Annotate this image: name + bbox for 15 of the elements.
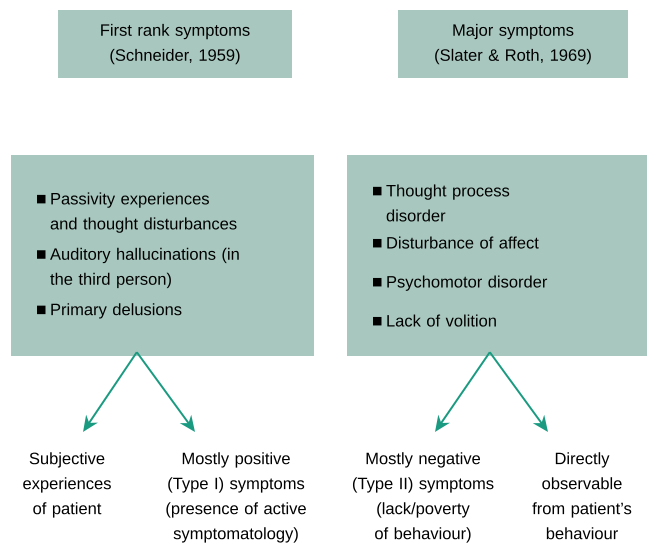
heading-box: First rank symptoms (Schneider, 1959): [58, 10, 292, 78]
bullet-item: Thought process disorder: [373, 184, 510, 222]
symptom-list-box: [11, 155, 314, 356]
outcome-text: Directly observable from patient’s behaviour: [532, 452, 632, 540]
bullet-item: Passivity experiences and thought disturbances: [37, 192, 236, 233]
bullet-item: Lack of volition: [373, 314, 496, 327]
bullet-item: Disturbance of affect: [373, 236, 539, 249]
bullet-item: Primary delusions: [37, 303, 182, 319]
heading-box: Major symptoms (Slater & Roth, 1969): [398, 10, 628, 78]
outcome-text: Mostly positive (Type I) symptoms (presence of active symptomatology): [166, 452, 306, 543]
bullet-item: Auditory hallucinations (in the third person): [37, 248, 239, 288]
bullet-item: Psychomotor disorder: [373, 276, 548, 291]
outcome-text: Subjective experiences of patient: [23, 452, 111, 518]
outcome-text: Mostly negative (Type II) symptoms (lack/poverty of behaviour): [352, 452, 494, 543]
symptom-list-box: [347, 155, 647, 356]
